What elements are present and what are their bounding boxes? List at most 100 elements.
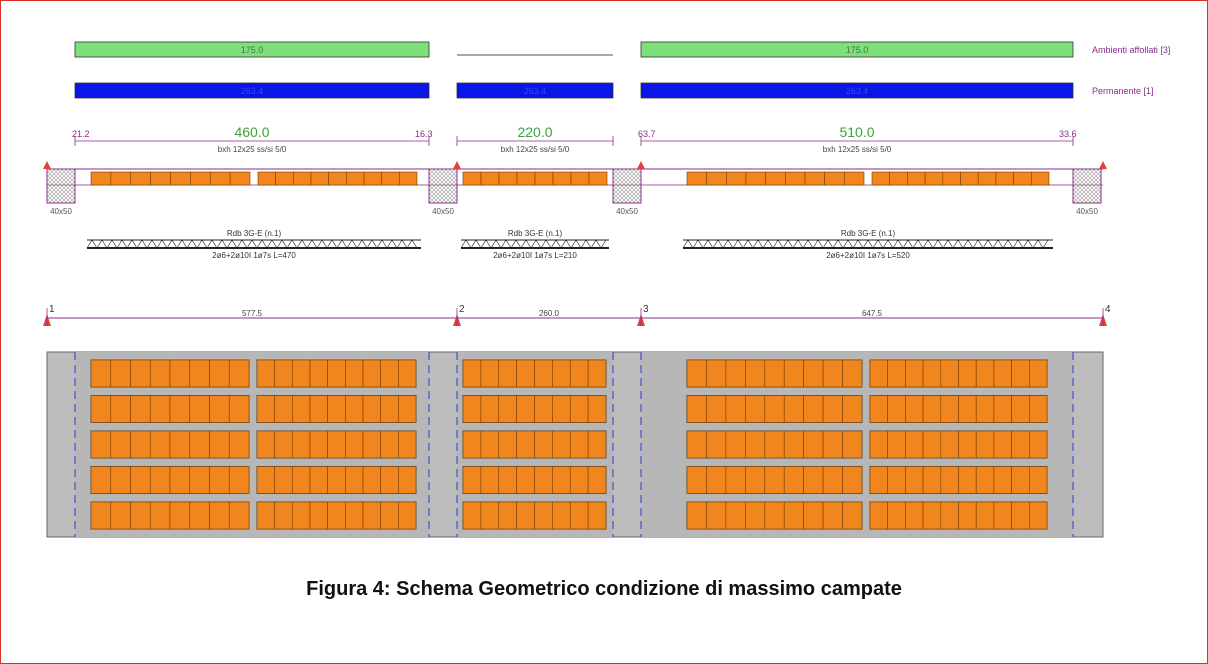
live-load-label: Ambienti affollati [3] bbox=[1092, 45, 1170, 55]
elevation-block bbox=[209, 171, 231, 186]
plan-block bbox=[345, 359, 364, 388]
plan-block bbox=[569, 359, 589, 388]
live-load-value: 175.0 bbox=[846, 45, 869, 55]
plan-block bbox=[725, 430, 746, 459]
axis-span-length: 577.5 bbox=[242, 309, 263, 318]
plan-block bbox=[149, 395, 171, 423]
plan-block bbox=[822, 395, 843, 423]
plan-block bbox=[745, 501, 766, 530]
plan-block bbox=[1011, 501, 1030, 530]
plan-block bbox=[110, 466, 131, 494]
plan-block bbox=[149, 359, 171, 388]
truss-web-zigzag bbox=[86, 239, 418, 249]
plan-block bbox=[975, 501, 995, 530]
elevation-block bbox=[570, 171, 590, 186]
plan-block bbox=[706, 430, 727, 459]
plan-block bbox=[110, 359, 131, 388]
plan-block bbox=[327, 359, 346, 388]
elevation-block bbox=[293, 171, 312, 186]
plan-block bbox=[783, 395, 804, 423]
plan-block bbox=[940, 466, 959, 494]
plan-block bbox=[869, 466, 889, 494]
span-clear-length: 510.0 bbox=[839, 124, 874, 140]
plan-block bbox=[822, 359, 843, 388]
plan-block bbox=[922, 430, 942, 459]
plan-block bbox=[398, 395, 417, 423]
permanent-load-label: Permanente [1] bbox=[1092, 86, 1154, 96]
axis-support-id: 1 bbox=[49, 304, 55, 315]
plan-block bbox=[869, 501, 889, 530]
elevation-block bbox=[346, 171, 365, 186]
elevation-block bbox=[552, 171, 572, 186]
support-column-1 bbox=[46, 168, 76, 204]
plan-block bbox=[256, 395, 275, 423]
elevation-block bbox=[824, 171, 845, 186]
plan-block bbox=[940, 359, 959, 388]
plan-block bbox=[686, 395, 707, 423]
plan-block bbox=[725, 395, 746, 423]
elevation-block bbox=[130, 171, 151, 186]
plan-block bbox=[345, 501, 364, 530]
plan-block bbox=[90, 466, 112, 494]
plan-block bbox=[256, 501, 275, 530]
floor-plan bbox=[46, 351, 1104, 538]
plan-block bbox=[822, 430, 843, 459]
plan-block bbox=[209, 430, 230, 459]
plan-block bbox=[362, 501, 381, 530]
plan-block bbox=[90, 501, 112, 530]
plan-block bbox=[783, 430, 804, 459]
plan-block bbox=[822, 501, 843, 530]
plan-block bbox=[149, 430, 171, 459]
permanent-load-bar bbox=[74, 82, 430, 99]
plan-block bbox=[292, 466, 311, 494]
plan-block bbox=[309, 359, 328, 388]
elevation-block bbox=[150, 171, 171, 186]
elevation-block bbox=[686, 171, 707, 186]
plan-block bbox=[516, 395, 535, 423]
plan-block bbox=[380, 501, 399, 530]
span-clear-length: 220.0 bbox=[517, 124, 552, 140]
elevation-block bbox=[229, 171, 251, 186]
span-left-offset: 21.2 bbox=[72, 129, 90, 139]
plan-block bbox=[256, 359, 275, 388]
plan-block bbox=[783, 359, 804, 388]
elevation-block bbox=[726, 171, 747, 186]
plan-block bbox=[922, 395, 942, 423]
plan-block bbox=[869, 430, 889, 459]
plan-block bbox=[209, 466, 230, 494]
elevation-block bbox=[960, 171, 979, 186]
plan-block bbox=[552, 501, 571, 530]
plan-block bbox=[149, 501, 171, 530]
plan-block bbox=[90, 359, 112, 388]
plan-block bbox=[327, 430, 346, 459]
plan-block bbox=[552, 395, 571, 423]
plan-block bbox=[803, 430, 824, 459]
truss-web-zigzag bbox=[460, 239, 607, 249]
plan-block bbox=[90, 395, 112, 423]
elevation-block bbox=[516, 171, 536, 186]
plan-block bbox=[480, 395, 500, 423]
plan-block bbox=[993, 501, 1012, 530]
figure-caption: Figura 4: Schema Geometrico condizione d… bbox=[306, 578, 902, 600]
plan-block bbox=[822, 466, 843, 494]
truss-name-label: Rdb 3G-E (n.1) bbox=[508, 229, 563, 238]
plan-block bbox=[498, 359, 517, 388]
plan-block bbox=[228, 466, 250, 494]
plan-block bbox=[462, 430, 482, 459]
plan-block bbox=[869, 395, 889, 423]
plan-block bbox=[940, 395, 959, 423]
plan-block bbox=[922, 466, 942, 494]
plan-block bbox=[362, 430, 381, 459]
plan-block bbox=[745, 430, 766, 459]
plan-block bbox=[975, 466, 995, 494]
plan-block bbox=[345, 430, 364, 459]
axis-support-id: 3 bbox=[643, 304, 649, 315]
plan-block bbox=[309, 395, 328, 423]
plan-block bbox=[380, 395, 399, 423]
elevation-block bbox=[480, 171, 500, 186]
elevation-block bbox=[462, 171, 482, 186]
plan-block bbox=[327, 466, 346, 494]
